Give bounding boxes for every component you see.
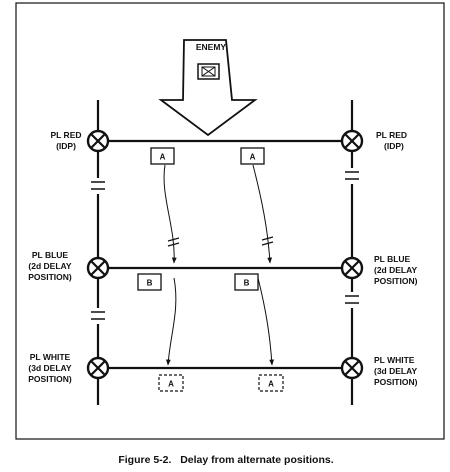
pl-white-left-sub2: POSITION) xyxy=(28,374,72,384)
pl-white-right-sub2: POSITION) xyxy=(374,377,418,387)
figure-caption: Figure 5-2. Delay from alternate positio… xyxy=(118,454,333,466)
pl-blue-left-sub1: (2d DELAY xyxy=(28,261,71,271)
pl-white-right-label: PL WHITE xyxy=(374,355,415,365)
enemy-unit-icon xyxy=(197,63,220,80)
pl-white-right-sub1: (3d DELAY xyxy=(374,366,417,376)
unit-b-blue-right: B xyxy=(234,273,259,291)
move-arrow-right-1 xyxy=(252,164,273,264)
pl-blue-right-sub1: (2d DELAY xyxy=(374,265,417,275)
pl-blue-right-marker xyxy=(340,256,364,280)
pl-blue-left-marker xyxy=(86,256,110,280)
svg-text:A: A xyxy=(168,380,174,389)
passage-marker-right xyxy=(261,236,274,246)
unit-a-red-right: A xyxy=(240,147,265,165)
pl-white-left-label: PL WHITE xyxy=(30,352,71,362)
pl-blue-left-label: PL BLUE xyxy=(32,250,69,260)
svg-text:B: B xyxy=(244,279,250,288)
pl-white-left-sub1: (3d DELAY xyxy=(28,363,71,373)
enemy-label: ENEMY xyxy=(196,42,227,52)
move-arrow-left-1 xyxy=(163,164,177,264)
pl-red-left-label: PL RED xyxy=(50,130,81,140)
pl-red-right-marker xyxy=(340,129,364,153)
pl-red-right-sub: (IDP) xyxy=(384,141,404,151)
figure-frame xyxy=(15,2,445,440)
pl-red-left-sub: (IDP) xyxy=(56,141,76,151)
unit-a-red-left: A xyxy=(150,147,175,165)
pl-blue-right-sub2: POSITION) xyxy=(374,276,418,286)
svg-text:A: A xyxy=(250,153,256,162)
passage-marker-left xyxy=(167,237,180,247)
pl-blue-right-label: PL BLUE xyxy=(374,254,411,264)
enemy-arrow xyxy=(158,39,258,137)
svg-text:B: B xyxy=(147,279,153,288)
unit-b-blue-left: B xyxy=(137,273,162,291)
pl-blue-left-sub2: POSITION) xyxy=(28,272,72,282)
unit-a-white-left-planned: A xyxy=(158,374,184,392)
unit-a-white-right-planned: A xyxy=(258,374,284,392)
svg-text:A: A xyxy=(160,153,166,162)
pl-white-left-marker xyxy=(86,356,110,380)
svg-text:A: A xyxy=(268,380,274,389)
pl-red-right-label: PL RED xyxy=(376,130,407,140)
pl-red-left-marker xyxy=(86,129,110,153)
move-arrow-right-2 xyxy=(257,277,275,366)
pl-white-right-marker xyxy=(340,356,364,380)
move-arrow-left-2 xyxy=(165,277,177,366)
